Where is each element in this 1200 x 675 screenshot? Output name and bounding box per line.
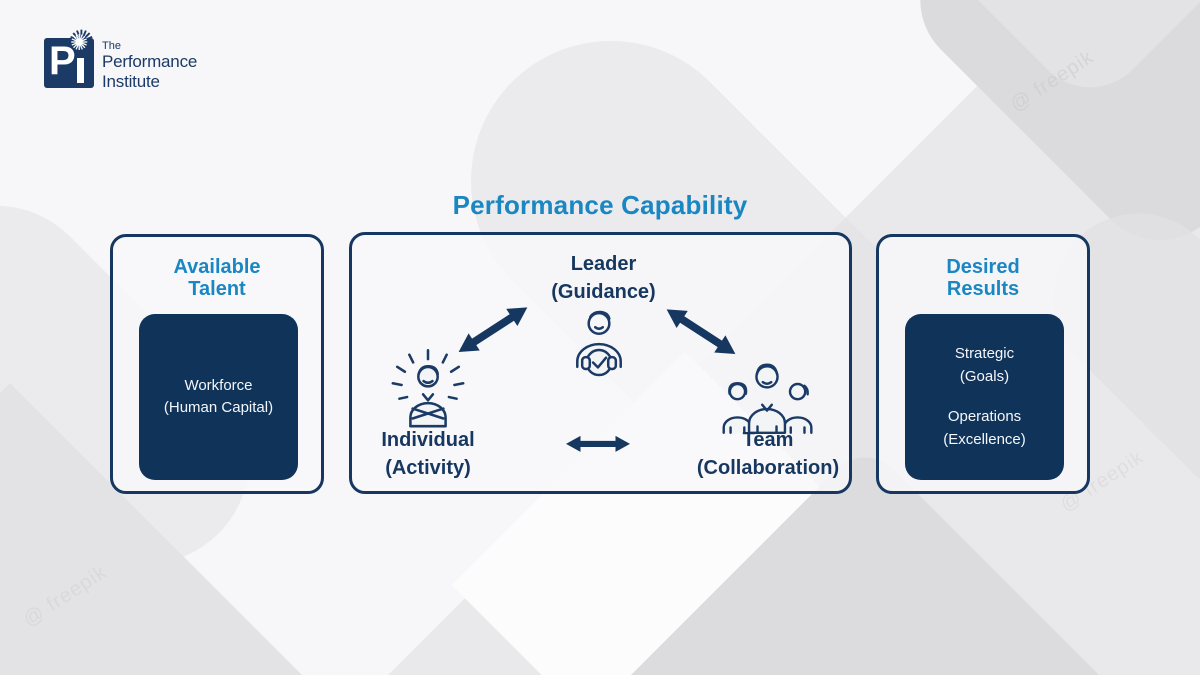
label-line: (Activity)	[385, 456, 471, 479]
label-line: Individual	[381, 429, 475, 451]
logo-text-performance: Performance	[102, 52, 198, 72]
heading-line: Desired	[946, 256, 1020, 278]
label-line: Leader	[570, 253, 637, 275]
performance-institute-logo: ✺ P ✺ The Performance Institute	[44, 26, 197, 91]
double-arrow-individual-leader	[452, 297, 535, 363]
desired-results-heading: Desired Results	[879, 256, 1087, 300]
available-talent-heading: Available Talent	[113, 256, 321, 300]
results-card: Strategic (Goals) Operations (Excellence…	[905, 314, 1064, 480]
workforce-card: Workforce (Human Capital)	[139, 314, 298, 480]
available-talent-panel: Available Talent Workforce (Human Capita…	[110, 234, 324, 494]
card-text-line: (Human Capital)	[163, 399, 274, 416]
card-text-line: (Excellence)	[943, 430, 1026, 448]
label-line: (Guidance)	[551, 280, 656, 303]
double-arrow-leader-team	[660, 299, 743, 365]
desired-results-panel: Desired Results Strategic (Goals) Operat…	[876, 234, 1090, 494]
leader-person-check-icon	[564, 305, 634, 381]
leader-label: Leader (Guidance)	[352, 251, 855, 306]
label-line: Team	[742, 429, 794, 451]
card-text-line: Workforce	[184, 376, 253, 394]
logo-wordmark: The Performance Institute	[102, 38, 197, 91]
individual-confident-person-icon	[386, 347, 470, 435]
heading-line: Results	[946, 278, 1020, 300]
card-text-line: Strategic	[954, 345, 1015, 362]
team-label: Team (Collaboration)	[678, 427, 858, 482]
logo-letter-p: P	[49, 39, 76, 83]
card-text-line: (Goals)	[959, 367, 1010, 385]
label-line: (Collaboration)	[696, 456, 840, 479]
logo-text-the: The	[102, 40, 121, 52]
logo-letter-i-stem	[77, 58, 84, 83]
logo-text-institute: Institute	[102, 71, 160, 91]
team-three-people-icon	[716, 361, 818, 437]
double-arrow-individual-team	[566, 434, 630, 454]
logo-mark: ✺ P ✺	[44, 26, 95, 88]
page-title: Performance Capability	[452, 190, 748, 220]
heading-line: Talent	[188, 278, 246, 300]
logo-square	[44, 38, 94, 88]
starburst-icon: ✺	[70, 30, 89, 55]
heading-line: Available	[173, 256, 261, 278]
card-text-line: Operations	[947, 408, 1022, 425]
individual-label: Individual (Activity)	[352, 427, 504, 482]
performance-capability-panel: Leader (Guidance)	[349, 232, 852, 494]
